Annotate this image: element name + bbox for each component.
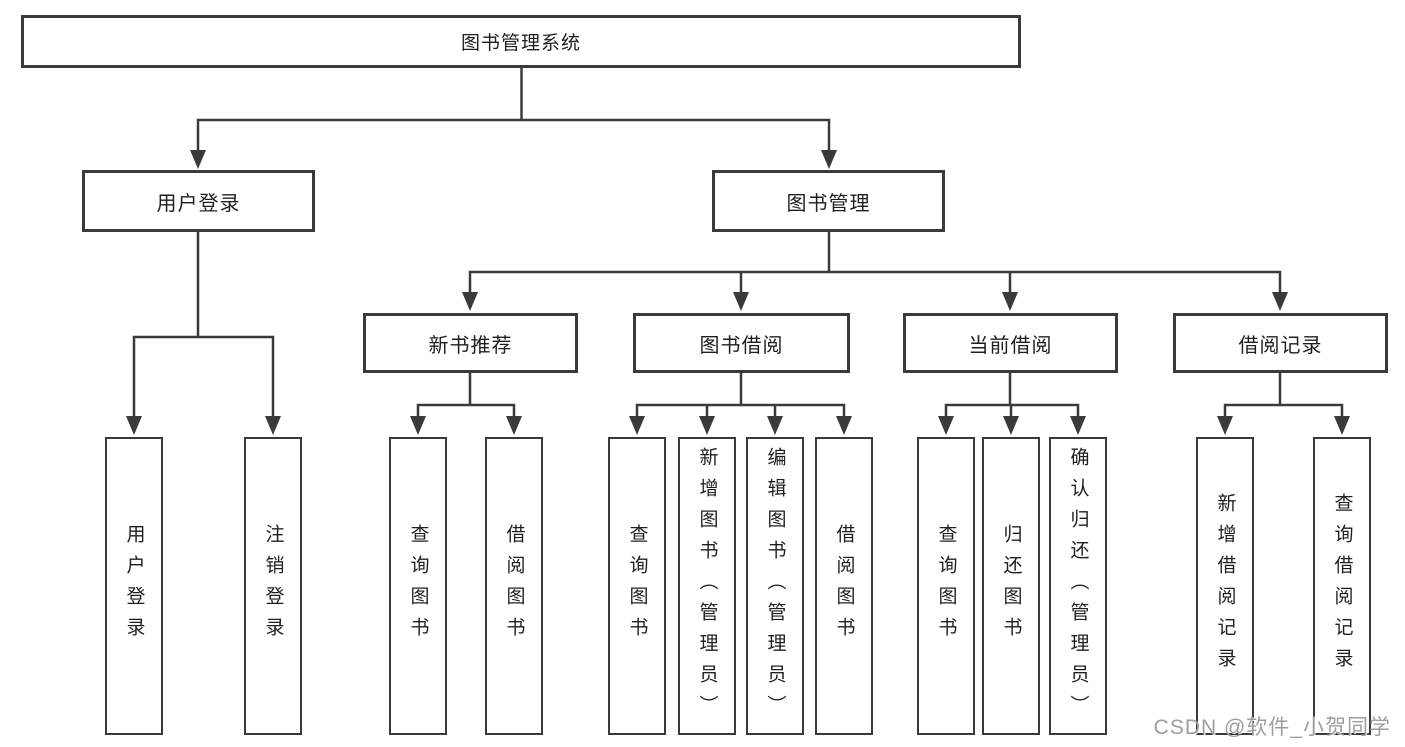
node-label: 借阅图书	[833, 524, 855, 648]
edge-newbookrec-split	[416, 403, 516, 421]
edge-root-split	[196, 118, 831, 154]
node-borrowing-records: 借阅记录	[1173, 313, 1388, 373]
arrowhead	[1003, 416, 1019, 435]
node-label: 图书借阅	[699, 334, 784, 357]
node-label: 借阅记录	[1238, 334, 1323, 357]
node-label: 查询借阅记录	[1331, 493, 1353, 679]
arrowhead	[1272, 292, 1288, 311]
arrowhead	[462, 292, 478, 311]
node-label: 查询图书	[407, 524, 429, 648]
leaf-borrow-books-2: 借阅图书	[815, 437, 873, 735]
leaf-logout: 注销登录	[244, 437, 302, 735]
node-label: 借阅图书	[503, 524, 525, 648]
arrowhead	[410, 416, 426, 435]
leaf-edit-books-admin: 编辑图书（管理员）	[746, 437, 804, 735]
arrowhead	[733, 292, 749, 311]
leaf-query-books-3: 查询图书	[917, 437, 975, 735]
node-label: 查询图书	[935, 524, 957, 648]
arrowhead	[1217, 416, 1233, 435]
node-label: 确认归还（管理员）	[1067, 446, 1089, 726]
arrowhead	[126, 416, 142, 435]
node-new-book-recommendation: 新书推荐	[363, 313, 578, 373]
node-label: 编辑图书（管理员）	[764, 446, 786, 726]
node-book-borrowing: 图书借阅	[633, 313, 850, 373]
arrowhead	[767, 416, 783, 435]
arrowhead	[1070, 416, 1086, 435]
leaf-add-borrow-record: 新增借阅记录	[1196, 437, 1254, 735]
node-label: 用户登录	[123, 524, 145, 648]
leaf-user-login: 用户登录	[105, 437, 163, 735]
arrowhead	[1334, 416, 1350, 435]
arrowhead	[938, 416, 954, 435]
arrowhead	[1002, 292, 1018, 311]
edge-bookborrow-split	[635, 403, 846, 421]
csdn-watermark: CSDN @软件_小贺同学	[1153, 716, 1391, 739]
leaf-query-borrow-record: 查询借阅记录	[1313, 437, 1371, 735]
node-user-login: 用户登录	[82, 170, 315, 232]
leaf-return-books: 归还图书	[982, 437, 1040, 735]
edge-userlogin-split	[132, 335, 275, 420]
node-label: 当前借阅	[968, 334, 1053, 357]
node-label: 注销登录	[262, 524, 284, 648]
node-label: 用户登录	[156, 192, 241, 215]
arrowhead	[506, 416, 522, 435]
node-label: 新增借阅记录	[1214, 493, 1236, 679]
arrowhead	[190, 150, 206, 169]
leaf-borrow-books-1: 借阅图书	[485, 437, 543, 735]
leaf-query-books-2: 查询图书	[608, 437, 666, 735]
arrowhead	[629, 416, 645, 435]
node-label: 归还图书	[1000, 524, 1022, 648]
edge-borrowrecords-split	[1223, 403, 1344, 421]
node-book-management: 图书管理	[712, 170, 945, 232]
arrowhead	[821, 150, 837, 169]
node-label: 图书管理系统	[460, 33, 581, 54]
node-label: 新增图书（管理员）	[696, 446, 718, 726]
node-label: 查询图书	[626, 524, 648, 648]
arrowhead	[836, 416, 852, 435]
node-label: 图书管理	[786, 192, 871, 215]
node-current-borrowing: 当前借阅	[903, 313, 1118, 373]
leaf-query-books-1: 查询图书	[389, 437, 447, 735]
leaf-confirm-return-admin: 确认归还（管理员）	[1049, 437, 1107, 735]
node-library-management-system: 图书管理系统	[21, 15, 1021, 68]
arrowhead	[265, 416, 281, 435]
arrowhead	[699, 416, 715, 435]
leaf-add-books-admin: 新增图书（管理员）	[678, 437, 736, 735]
arrowheads	[126, 150, 1350, 435]
edge-bookmgmt-split	[468, 270, 1282, 296]
node-label: 新书推荐	[428, 334, 513, 357]
